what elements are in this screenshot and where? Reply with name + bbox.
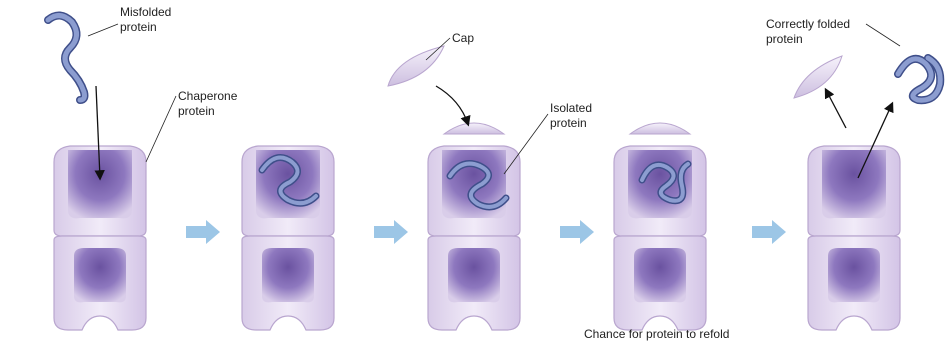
label-correct-line2: protein (766, 32, 803, 46)
cap-arrow (436, 86, 468, 124)
caption-refold: Chance for protein to refold (584, 327, 729, 341)
step-arrow-3 (560, 220, 594, 244)
stage-4-barrel (614, 123, 706, 330)
step-arrow-4 (752, 220, 786, 244)
stage-1-upper-cavity (68, 150, 132, 218)
label-correct-line1: Correctly folded (766, 17, 850, 31)
correct-leader (866, 24, 900, 46)
floating-cap (388, 46, 444, 86)
released-cap (794, 56, 842, 98)
step-arrow-2 (374, 220, 408, 244)
release-cap-arrow (826, 90, 846, 128)
label-chaperone-line1: Chaperone (178, 89, 238, 103)
stage-3-barrel (428, 123, 520, 330)
label-chaperone-line2: protein (178, 104, 215, 118)
stage-5-barrel (808, 146, 900, 330)
label-isolated-line1: Isolated (550, 101, 592, 115)
label-misfolded-line1: Misfolded (120, 5, 171, 19)
label-misfolded-line2: protein (120, 20, 157, 34)
label-isolated-line2: protein (550, 116, 587, 130)
stage-4-cap (630, 123, 690, 134)
stage-3-cap (444, 123, 504, 134)
correctly-folded-protein (898, 58, 940, 100)
step-arrow-1 (186, 220, 220, 244)
stage-2-barrel (242, 146, 334, 330)
isolated-leader (504, 114, 548, 174)
chaperone-leader (146, 96, 176, 162)
label-cap: Cap (452, 31, 474, 45)
misfolded-leader (88, 24, 118, 36)
